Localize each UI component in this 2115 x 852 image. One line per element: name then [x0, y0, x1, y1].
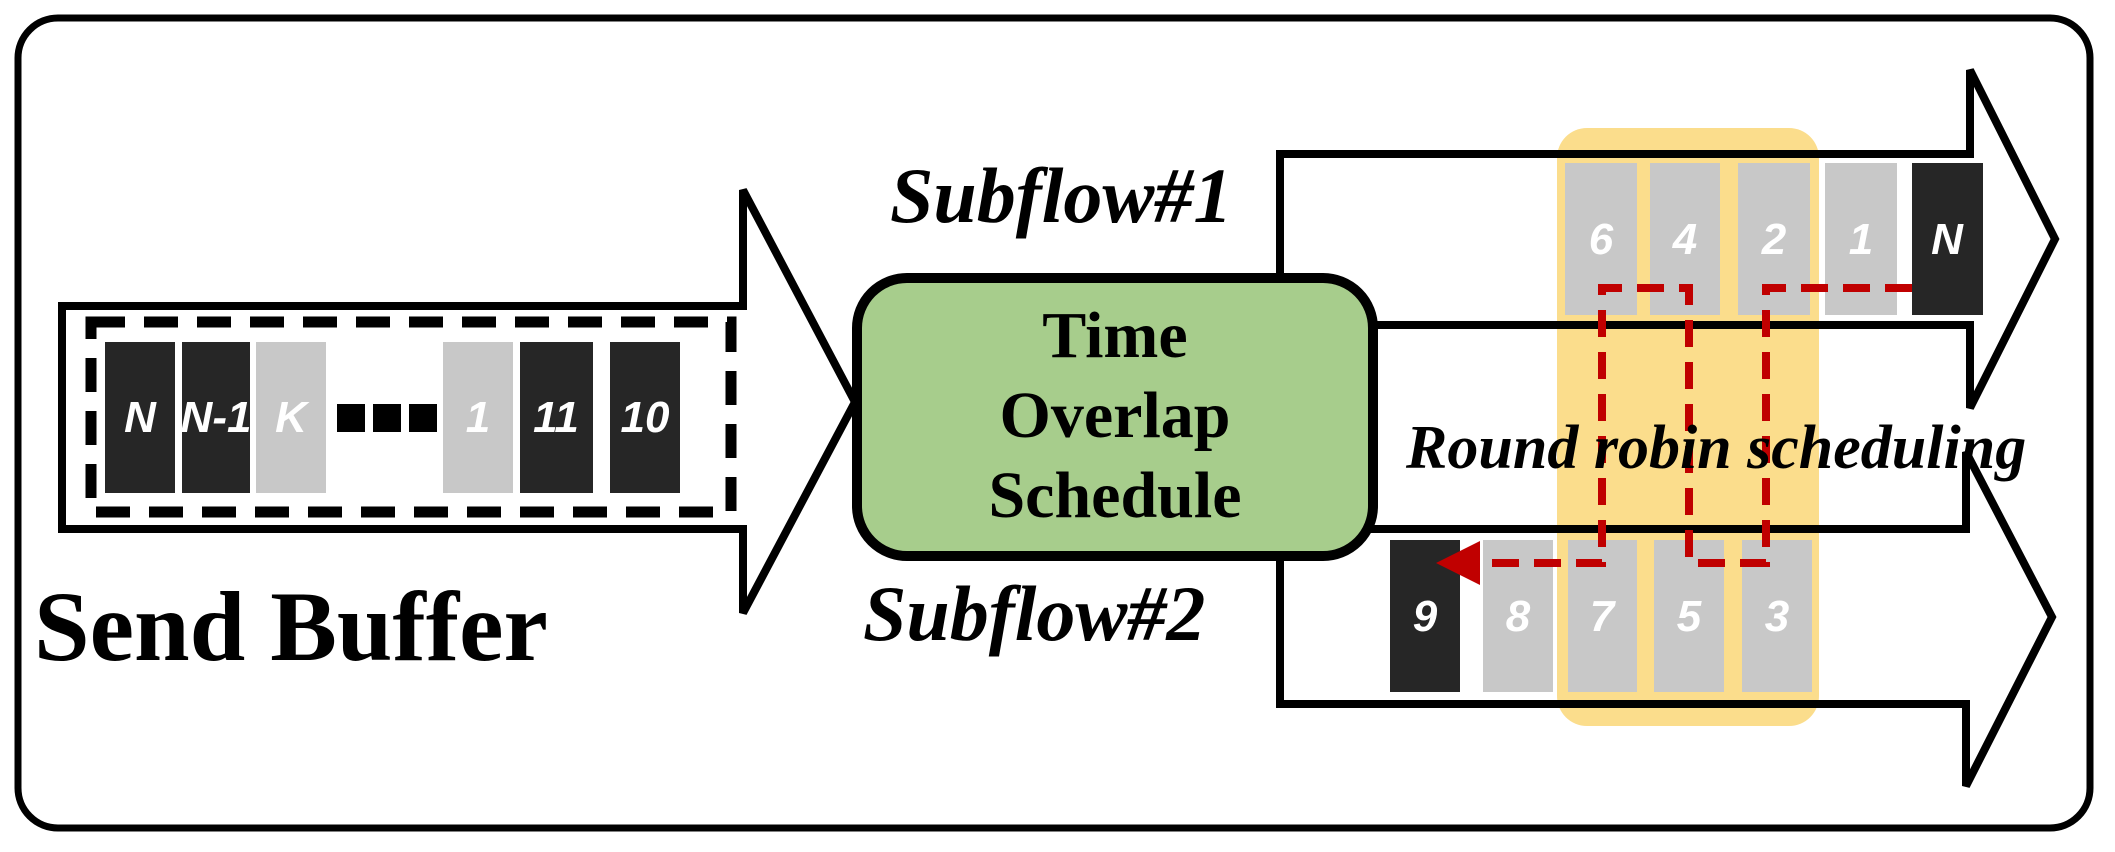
- buffer-block-label: K: [275, 393, 310, 442]
- outer-frame: [14, 14, 2094, 832]
- round-robin-arrowhead-icon: [1436, 541, 1480, 585]
- subflow2-arrow: [1276, 450, 2057, 788]
- scheduler-label-line2: Overlap: [1000, 379, 1231, 452]
- subflow2-block-label: 3: [1765, 592, 1789, 641]
- time-overlap-schedule-box: [852, 273, 1378, 561]
- buffer-block-label: 11: [533, 393, 579, 442]
- subflow1-block: [1912, 163, 1983, 315]
- buffer-block-label: N-1: [181, 393, 252, 442]
- scheduler-label-line1: Time: [1042, 299, 1187, 372]
- subflow1-block-label: 6: [1589, 215, 1614, 264]
- round-robin-path: [1478, 284, 1912, 567]
- subflow2-block-label: 8: [1506, 592, 1531, 641]
- buffer-block-label: 1: [466, 393, 490, 442]
- buffer-block-label: N: [124, 393, 157, 442]
- subflow2-block-label: 9: [1413, 592, 1438, 641]
- buffer-block: [105, 342, 175, 493]
- buffer-block: [610, 342, 680, 493]
- subflow2-label: Subflow#2: [863, 570, 1205, 657]
- subflow1-arrow: [1276, 68, 2060, 410]
- subflow1-block-label: 1: [1849, 215, 1873, 264]
- buffer-block: [256, 342, 326, 493]
- buffer-block: [520, 342, 593, 493]
- send-buffer-title: Send Buffer: [34, 571, 548, 682]
- send-buffer-dashed-border: [85, 316, 737, 518]
- round-robin-annotation: Round robin scheduling: [1405, 414, 2026, 482]
- subflow2-block-label: 5: [1677, 592, 1702, 641]
- buffer-block-label: 10: [621, 393, 670, 442]
- scheduler-label-line3: Schedule: [988, 459, 1241, 532]
- ellipsis-dot-icon: [409, 404, 437, 432]
- buffer-block: [182, 342, 250, 493]
- subflow1-block-label: 4: [1672, 215, 1697, 264]
- ellipsis-dot-icon: [337, 404, 365, 432]
- subflow1-blocks: 6 4 2 1 N: [1565, 163, 1983, 315]
- send-buffer-blocks: N N-1 K 1 11 10: [105, 342, 680, 493]
- subflow1-label: Subflow#1: [890, 152, 1232, 239]
- buffer-block: [443, 342, 513, 493]
- subflow1-block-label: N: [1931, 215, 1964, 264]
- subflow1-block-label: 2: [1761, 215, 1787, 264]
- subflow2-block-label: 7: [1590, 592, 1617, 641]
- ellipsis-dot-icon: [373, 404, 401, 432]
